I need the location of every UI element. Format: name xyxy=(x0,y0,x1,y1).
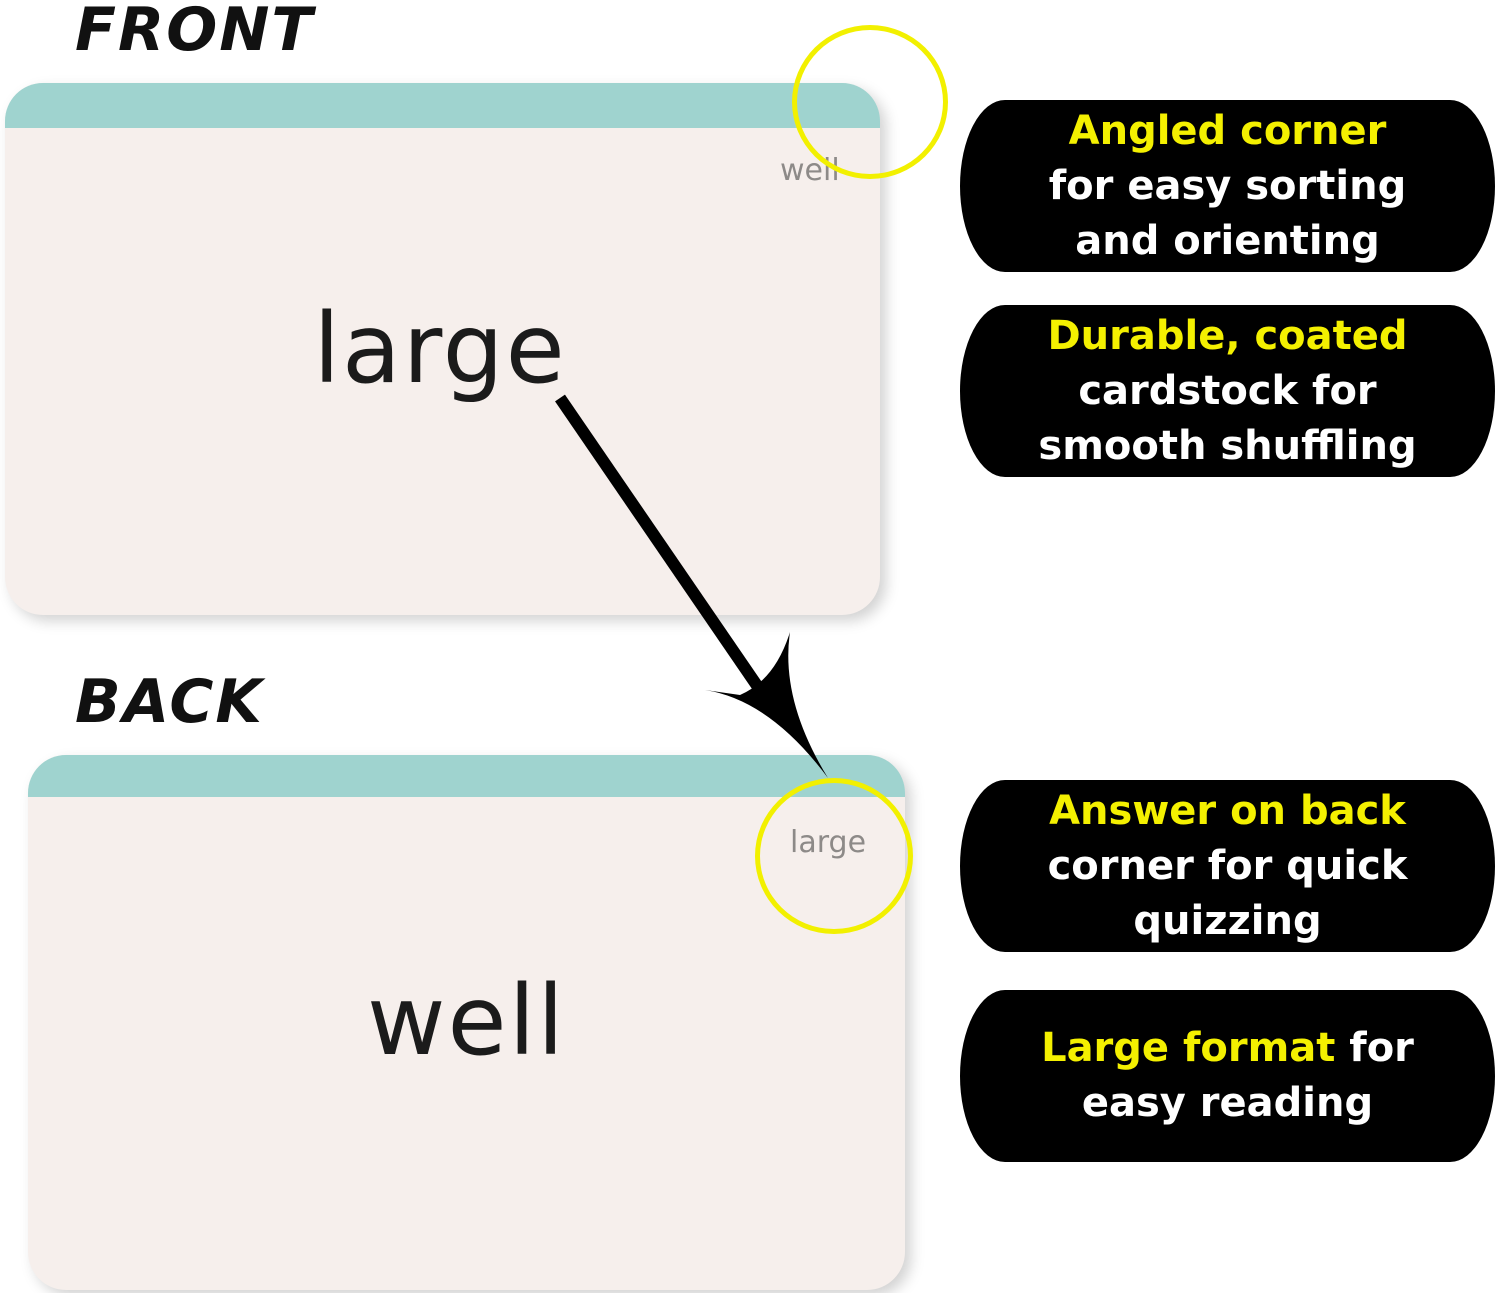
callout-text: smooth shuffling xyxy=(1038,422,1417,469)
card-color-band xyxy=(5,83,880,128)
callout-highlight: Large format xyxy=(1041,1025,1336,1071)
callout-highlight: Answer on back xyxy=(1049,787,1406,834)
front-card: well large xyxy=(5,83,880,615)
callout-highlight: Angled corner xyxy=(1068,107,1387,154)
front-label: FRONT xyxy=(75,0,315,65)
highlight-circle xyxy=(792,25,948,179)
callout-text: for xyxy=(1335,1025,1414,1071)
callout-angled-corner: Angled corner for easy sorting and orien… xyxy=(960,100,1495,272)
callout-durable: Durable, coated cardstock for smooth shu… xyxy=(960,305,1495,477)
highlight-circle xyxy=(755,778,913,934)
callout-text: corner for quick xyxy=(1047,842,1408,889)
back-label: BACK xyxy=(75,667,264,737)
callout-text: cardstock for xyxy=(1078,367,1377,414)
main-word: large xyxy=(313,293,567,405)
callout-text: and orienting xyxy=(1075,217,1380,264)
callout-text: easy reading xyxy=(1081,1080,1374,1126)
main-word: well xyxy=(367,965,566,1077)
callout-highlight: Durable, coated xyxy=(1047,312,1408,359)
callout-text: for easy sorting xyxy=(1048,162,1407,209)
card-color-band xyxy=(28,755,905,797)
callout-large-format: Large format for easy reading xyxy=(960,990,1495,1162)
callout-text: quizzing xyxy=(1133,897,1322,944)
callout-answer-on-back: Answer on back corner for quick quizzing xyxy=(960,780,1495,952)
